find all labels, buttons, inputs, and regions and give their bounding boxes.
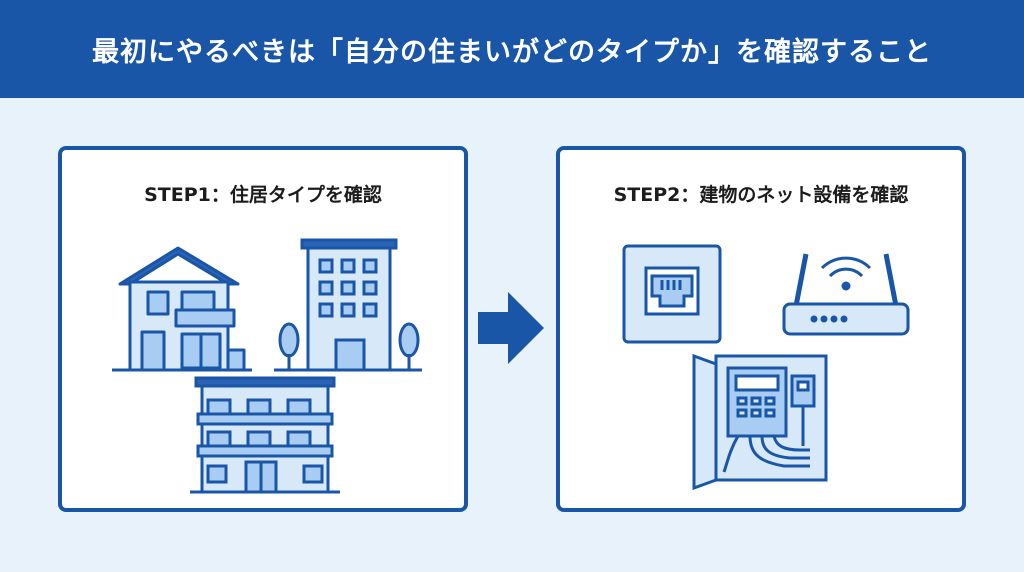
step1-panel: STEP1：住居タイプを確認: [58, 146, 468, 512]
step2-panel: STEP2：建物のネット設備を確認: [556, 146, 966, 512]
lan-port-icon: [622, 244, 722, 344]
page-title: 最初にやるべきは「自分の住まいがどのタイプか」を確認すること: [92, 36, 932, 68]
detached-house-icon: [112, 246, 252, 372]
step2-title: STEP2：建物のネット設備を確認: [613, 184, 909, 206]
header-banner: 最初にやるべきは「自分の住まいがどのタイプか」を確認すること: [0, 0, 1024, 98]
right-arrow-icon: [478, 292, 544, 364]
step2-illustration: [622, 244, 910, 491]
step1-illustration: [112, 238, 422, 494]
step1-title: STEP1：住居タイプを確認: [144, 184, 382, 206]
apartment-building-icon: [274, 238, 422, 372]
wifi-router-icon: [782, 253, 910, 336]
low-rise-apartment-icon: [190, 376, 340, 494]
distribution-panel-icon: [692, 353, 828, 491]
